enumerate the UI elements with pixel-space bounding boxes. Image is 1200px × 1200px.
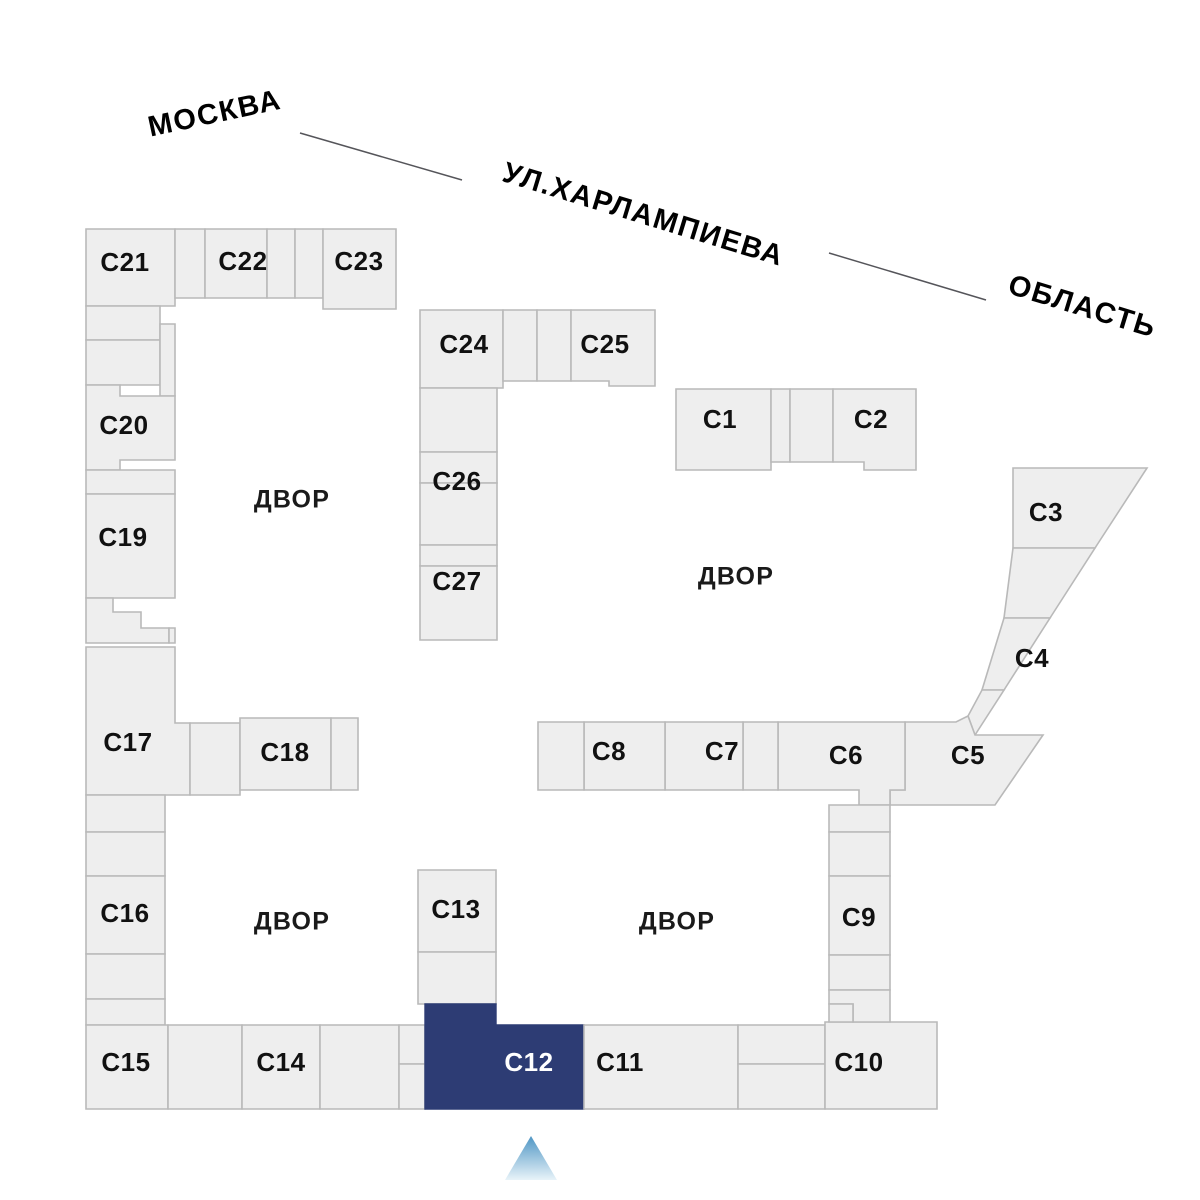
building-label-c16: C16 [100,898,149,928]
building-block[interactable] [85,998,166,1026]
building-c27[interactable] [419,565,498,641]
building-block[interactable] [967,689,1006,737]
building-label-c27: C27 [432,566,481,596]
building-label-c9: C9 [842,902,876,932]
building-label-c22: C22 [218,246,267,276]
building-label-c18: C18 [260,737,309,767]
buildings-layer [85,228,1149,1110]
building-block[interactable] [85,794,166,833]
street-label-oblast: ОБЛАСТЬ [1004,269,1160,344]
building-block[interactable] [502,309,538,382]
yard-labels-layer: ДВОР ДВОР ДВОР ДВОР [254,486,774,936]
yard-label-yard-sw: ДВОР [254,908,330,936]
building-block[interactable] [828,804,891,833]
building-block[interactable] [398,1063,426,1110]
street-line-line-left [299,132,463,181]
building-block[interactable] [168,627,176,644]
building-block[interactable] [828,831,891,877]
building-block[interactable] [737,1063,826,1110]
building-block[interactable] [174,228,206,299]
building-label-c2: C2 [854,404,888,434]
building-c17[interactable] [85,646,191,796]
building-block[interactable] [85,953,166,1000]
building-c10[interactable] [824,1021,938,1110]
building-label-c26: C26 [432,466,481,496]
yard-label-yard-ne: ДВОР [698,563,774,591]
building-c2[interactable] [832,388,917,471]
street-label-ul-harlampieva: УЛ.ХАРЛАМПИЕВА [499,157,788,273]
building-label-c15: C15 [101,1047,150,1077]
yard-label-yard-se: ДВОР [639,908,715,936]
building-c1[interactable] [675,388,772,471]
building-block[interactable] [85,469,176,495]
building-block[interactable] [85,305,161,341]
building-label-c19: C19 [98,522,147,552]
building-label-c21: C21 [100,247,149,277]
building-block[interactable] [319,1024,400,1110]
building-block[interactable] [417,951,497,1005]
building-label-c13: C13 [431,894,480,924]
position-marker-icon [505,1136,557,1180]
building-label-c11: C11 [596,1047,644,1077]
building-label-c5: C5 [951,740,985,770]
building-label-c23: C23 [334,246,383,276]
building-block[interactable] [737,1024,826,1065]
building-block[interactable] [536,309,572,382]
yard-label-yard-nw: ДВОР [254,486,330,514]
building-block[interactable] [770,388,791,463]
building-label-c1: C1 [703,404,737,434]
building-block[interactable] [189,722,241,796]
building-label-c7: C7 [705,736,739,766]
building-c23[interactable] [322,228,397,310]
building-block[interactable] [85,597,170,644]
building-block[interactable] [330,717,359,791]
building-c21[interactable] [85,228,176,307]
building-c24[interactable] [419,309,504,389]
building-block[interactable] [159,323,176,397]
building-block[interactable] [266,228,296,299]
street-label-moskva: МОСКВА [145,84,284,143]
building-label-c10: C10 [834,1047,883,1077]
building-c19[interactable] [85,493,176,599]
building-label-c6: C6 [829,740,863,770]
building-block[interactable] [1003,547,1097,619]
building-block[interactable] [419,544,498,567]
building-block[interactable] [85,831,166,877]
building-label-c3: C3 [1029,497,1063,527]
building-block[interactable] [85,339,161,386]
building-c25[interactable] [570,309,656,387]
building-block[interactable] [294,228,324,299]
street-line-line-right [828,252,987,301]
building-block[interactable] [167,1024,243,1110]
building-block[interactable] [789,388,834,463]
building-block[interactable] [537,721,585,791]
building-block[interactable] [828,954,891,991]
building-label-c14: C14 [256,1047,305,1077]
building-block[interactable] [742,721,779,791]
building-label-c20: C20 [99,410,148,440]
building-label-c12: C12 [504,1047,553,1077]
building-label-c25: C25 [580,329,629,359]
building-label-c17: C17 [103,727,152,757]
building-label-c4: C4 [1015,643,1049,673]
building-label-c24: C24 [439,329,488,359]
building-block[interactable] [828,1003,854,1023]
building-block[interactable] [419,387,498,453]
building-block[interactable] [398,1024,426,1065]
building-label-c8: C8 [592,736,626,766]
street-lines [299,132,987,301]
street-labels-layer: МОСКВА УЛ.ХАРЛАМПИЕВА ОБЛАСТЬ [145,84,1160,344]
